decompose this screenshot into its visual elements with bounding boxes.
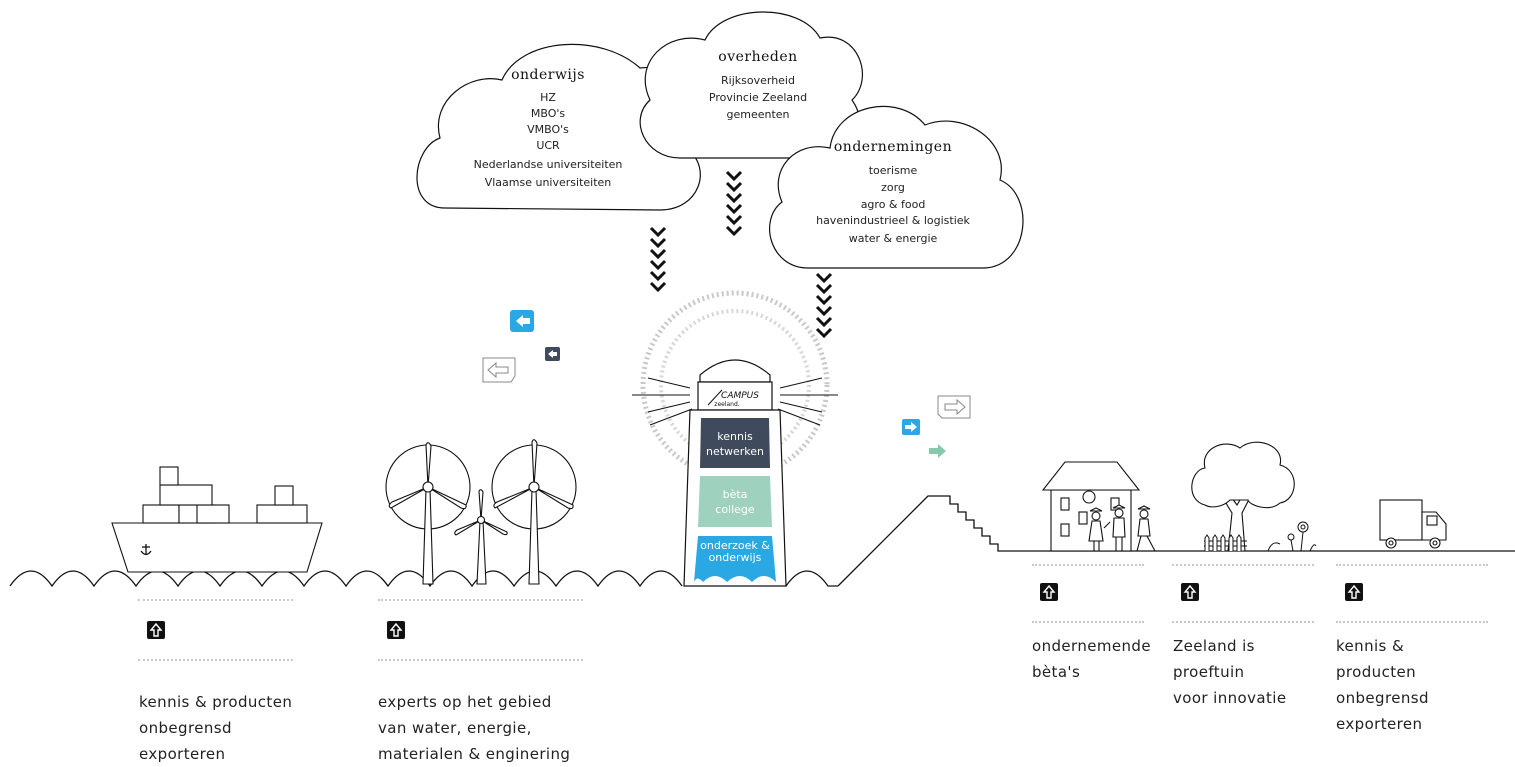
cloud-overheden-item: Provincie Zeeland: [709, 91, 807, 104]
block-onderzoek-line: onderzoek &: [700, 539, 770, 552]
campus-logo: CAMPUS: [721, 391, 759, 401]
anchor-icon: [140, 544, 152, 556]
cargo-ship: [111, 466, 323, 573]
cloud-onderwijs-item: Vlaamse universiteiten: [485, 176, 612, 189]
water-waves: [9, 570, 838, 588]
left-arrow-icon: [482, 357, 516, 383]
block-beta-line: college: [715, 503, 755, 516]
left-arrow-icon: [545, 347, 560, 361]
dotted-divider: [1336, 564, 1488, 566]
caption-line: voor innovatie: [1173, 689, 1287, 707]
windmill-left: [385, 442, 471, 585]
cloud-onderwijs-item: VMBO's: [527, 123, 569, 136]
cloud-overheden-item: Rijksoverheid: [721, 74, 795, 87]
campus-logo-sub: zeeland.: [714, 401, 739, 408]
cloud-overheden-title: overheden: [718, 49, 797, 65]
caption-line: van water, energie,: [378, 719, 532, 737]
caption-line: Zeeland is: [1173, 637, 1255, 655]
caption-line: kennis &: [1336, 637, 1405, 655]
caption-line: materialen & enginering: [378, 745, 571, 763]
cloud-ondernemingen-title: ondernemingen: [834, 139, 952, 155]
cloud-overheden-item: gemeenten: [726, 108, 789, 121]
down-chevron-icon: [815, 272, 833, 338]
up-arrow-icon: [147, 621, 165, 639]
cloud-onderwijs-item: UCR: [536, 139, 560, 152]
right-arrow-icon: [937, 395, 971, 419]
caption-school: ondernemende bèta's: [1032, 633, 1151, 685]
caption-ship: kennis & producten onbegrensd exporteren: [139, 689, 292, 767]
delivery-truck: [1379, 499, 1447, 549]
windmill-middle: [454, 489, 508, 585]
light-rays: [632, 377, 838, 426]
cloud-ondernemingen-item: havenindustrieel & logistiek: [816, 214, 970, 227]
tree: [1191, 441, 1295, 552]
cloud-overheden: overheden Rijksoverheid Provincie Zeelan…: [639, 11, 863, 159]
right-arrow-icon: [902, 419, 920, 435]
up-arrow-icon: [1181, 583, 1199, 601]
fence: [1204, 534, 1247, 551]
caption-line: bèta's: [1032, 663, 1081, 681]
left-arrow-icon: [510, 310, 534, 332]
lighthouse: CAMPUS zeeland. kennis netwerken bèta co…: [683, 359, 787, 587]
caption-line: exporteren: [1336, 715, 1423, 733]
dotted-divider: [378, 599, 583, 601]
down-chevron-icon: [649, 226, 667, 292]
cloud-onderwijs-item: Nederlandse universiteiten: [474, 158, 623, 171]
dotted-divider: [1032, 564, 1144, 566]
cloud-onderwijs-title: onderwijs: [511, 67, 585, 83]
caption-line: experts op het gebied: [378, 693, 552, 711]
cloud-onderwijs: onderwijs HZ MBO's VMBO's UCR Nederlands…: [416, 43, 701, 211]
caption-windmills: experts op het gebied van water, energie…: [378, 689, 570, 767]
caption-line: kennis & producten: [139, 693, 293, 711]
block-beta-line: bèta: [723, 488, 748, 501]
block-kennis-line: netwerken: [706, 445, 764, 458]
dotted-divider: [378, 659, 583, 661]
down-chevron-icon: [725, 170, 743, 236]
up-arrow-icon: [387, 621, 405, 639]
dotted-divider: [1172, 621, 1314, 623]
up-arrow-icon: [1040, 583, 1058, 601]
windmill-right: [491, 439, 577, 585]
right-arrow-icon: [929, 444, 946, 458]
lighthouse-halo: [640, 290, 830, 480]
block-onderzoek-line: onderwijs: [709, 551, 762, 564]
dike-stairs: [837, 495, 1515, 587]
dotted-divider: [138, 659, 293, 661]
graduates: [1088, 504, 1156, 552]
cloud-ondernemingen-item: zorg: [881, 181, 905, 194]
flowers: [1267, 521, 1317, 552]
cloud-ondernemingen-item: agro & food: [861, 198, 926, 211]
cloud-ondernemingen-item: water & energie: [849, 232, 938, 245]
cloud-onderwijs-item: MBO's: [531, 107, 566, 120]
caption-line: onbegrensd: [139, 719, 232, 737]
dotted-divider: [138, 599, 293, 601]
caption-line: exporteren: [139, 745, 226, 763]
dotted-divider: [1172, 564, 1314, 566]
cloud-onderwijs-item: HZ: [540, 91, 556, 104]
block-kennis-line: kennis: [717, 430, 753, 443]
caption-line: onbegrensd: [1336, 689, 1429, 707]
caption-line: proeftuin: [1173, 663, 1245, 681]
dotted-divider: [1032, 621, 1144, 623]
caption-line: ondernemende: [1032, 637, 1151, 655]
caption-garden: Zeeland is proeftuin voor innovatie: [1173, 633, 1286, 711]
cloud-ondernemingen-item: toerisme: [869, 164, 918, 177]
cloud-ondernemingen: ondernemingen toerisme zorg agro & food …: [769, 105, 1024, 269]
dotted-divider: [1336, 621, 1488, 623]
caption-truck: kennis & producten onbegrensd exporteren: [1336, 633, 1429, 737]
caption-line: producten: [1336, 663, 1417, 681]
up-arrow-icon: [1345, 583, 1363, 601]
